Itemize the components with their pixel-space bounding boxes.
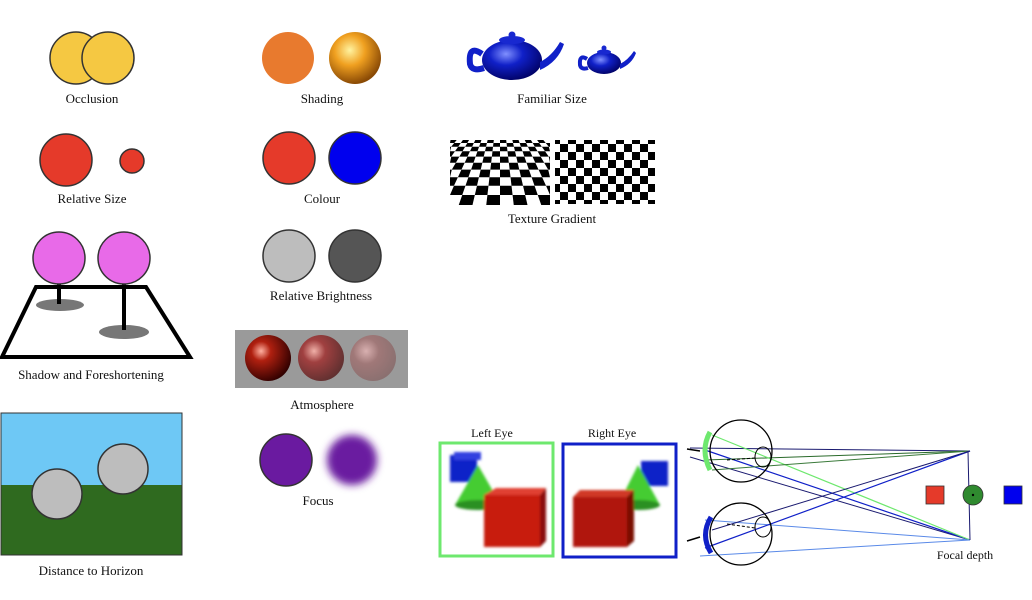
label-relative-brightness: Relative Brightness — [269, 288, 373, 303]
checker-tile — [548, 156, 550, 163]
checker-tile — [479, 142, 487, 147]
label-shading: Shading — [300, 91, 344, 106]
checker-tile — [450, 177, 458, 186]
checker-tile — [459, 151, 470, 157]
checker-tile — [500, 185, 513, 195]
checker-tile — [523, 185, 538, 195]
checker-tile — [450, 169, 452, 178]
checker-tile — [506, 142, 514, 147]
label-right-eye: Right Eye — [587, 426, 637, 440]
checker-tile — [544, 162, 550, 170]
atmosphere-figure — [235, 330, 408, 388]
checker-tile — [482, 156, 492, 163]
checker-tile — [538, 169, 550, 178]
label-occlusion: Occlusion — [65, 91, 119, 106]
checker-tile — [475, 151, 485, 157]
relative-size-figure — [39, 133, 145, 187]
checker-tile — [522, 151, 533, 157]
checker-tile — [537, 194, 550, 205]
checker-tile — [486, 140, 494, 143]
small-teapot-icon — [577, 45, 636, 74]
perspective-checkerboard — [450, 140, 550, 205]
checker-tile — [508, 162, 520, 170]
checker-tile — [513, 146, 523, 152]
checker-tile — [460, 140, 470, 143]
checker-tile — [507, 151, 517, 157]
checker-tile — [488, 177, 500, 186]
label-colour: Colour — [303, 191, 341, 206]
label-focal-depth: Focal depth — [936, 548, 994, 562]
label-familiar-size: Familiar Size — [517, 91, 587, 106]
checker-tile — [450, 140, 457, 143]
checker-tile — [471, 162, 483, 170]
checker-tile — [510, 177, 524, 186]
label-texture-gradient: Texture Gradient — [507, 211, 597, 226]
distance-to-horizon-figure — [0, 412, 183, 556]
checker-tile — [500, 169, 511, 178]
checker-tile — [526, 162, 539, 170]
focal-depth-figure — [686, 419, 1023, 566]
checker-tile — [532, 156, 545, 163]
checker-tile — [500, 146, 508, 152]
checker-tile — [527, 146, 538, 152]
checker-tile — [451, 142, 461, 147]
checker-tile — [516, 156, 527, 163]
checker-tile — [484, 146, 494, 152]
checker-tile — [545, 142, 550, 147]
colour-figure — [262, 131, 382, 185]
checker-tile — [519, 142, 528, 147]
checker-tile — [451, 162, 465, 170]
checker-tile — [458, 194, 475, 205]
checker-tile — [493, 142, 500, 147]
label-focus: Focus — [302, 493, 334, 508]
texture-gradient-figure — [450, 140, 655, 205]
checker-tile — [486, 194, 500, 205]
checker-tile — [454, 146, 466, 152]
checker-tile — [532, 142, 542, 147]
stereo-pair-figure — [438, 441, 678, 559]
shadow-foreshortening-figure — [0, 231, 194, 359]
checker-tile — [512, 140, 520, 143]
checker-tile — [450, 185, 466, 195]
familiar-size-teapots — [466, 31, 636, 80]
right-eye-view — [561, 442, 678, 559]
checker-tile — [531, 177, 547, 186]
checker-tile — [473, 140, 482, 143]
checker-tile — [541, 146, 550, 152]
checker-tile — [546, 185, 550, 195]
checker-tile — [450, 156, 460, 163]
checker-tile — [512, 194, 528, 205]
checker-tile — [490, 162, 500, 170]
checker-tile — [464, 156, 476, 163]
label-atmosphere: Atmosphere — [290, 397, 354, 412]
checker-tile — [524, 140, 533, 143]
shading-figure — [262, 32, 381, 84]
checker-tile — [500, 140, 507, 143]
focus-figure — [259, 433, 377, 487]
label-left-eye: Left Eye — [471, 426, 513, 440]
checker-tile — [474, 185, 489, 195]
checker-tile — [450, 146, 452, 152]
checker-tile — [465, 177, 479, 186]
checker-tile — [537, 151, 549, 157]
checker-tile — [469, 146, 480, 152]
left-eye-view — [438, 441, 555, 558]
occlusion-figure — [49, 31, 135, 85]
checker-tile — [457, 169, 472, 178]
checker-tile — [450, 151, 455, 157]
checker-tile — [491, 151, 500, 157]
checker-tile — [465, 142, 474, 147]
large-teapot-icon — [466, 31, 564, 80]
checker-tile — [537, 140, 546, 143]
checker-tile — [478, 169, 491, 178]
relative-brightness-figure — [262, 229, 382, 283]
checker-tile — [519, 169, 532, 178]
label-distance-to-horizon: Distance to Horizon — [38, 563, 144, 578]
label-relative-size: Relative Size — [57, 191, 127, 206]
checker-tile — [500, 156, 509, 163]
label-shadow-foreshortening: Shadow and Foreshortening — [18, 367, 164, 382]
